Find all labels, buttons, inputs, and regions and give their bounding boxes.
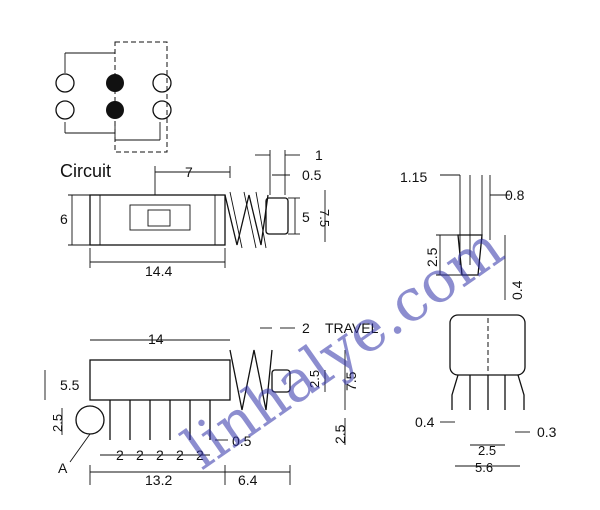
- dim-14: 14: [148, 331, 164, 347]
- dim-0-8: 0.8: [505, 187, 525, 203]
- front-spring: [229, 349, 273, 411]
- pin-hole: [55, 100, 75, 120]
- pitch-2: 2: [136, 447, 144, 463]
- travel-label: TRAVEL: [325, 320, 379, 336]
- dim-2-5-bottom: 2.5: [332, 424, 348, 444]
- pitch-4: 2: [176, 447, 184, 463]
- dim-14-4: 14.4: [145, 263, 172, 279]
- circuit-label: Circuit: [60, 161, 111, 181]
- pcb-view: 0.4 2.5 0.3 5.6: [415, 314, 557, 475]
- pcb-dim-0-4: 0.4: [415, 414, 435, 430]
- actuator: [265, 197, 289, 235]
- dim-2-5: 2.5: [424, 247, 440, 267]
- dim-2-5-left: 2.5: [50, 414, 65, 432]
- pcb-dim-2-5: 2.5: [478, 443, 496, 458]
- slider-window: [129, 204, 191, 231]
- detail-a-circle: [75, 405, 105, 435]
- dim-1: 1: [315, 147, 323, 163]
- detail-label-a: A: [58, 460, 68, 476]
- pcb-dim-5-6: 5.6: [475, 460, 493, 475]
- pitch-5: 2: [196, 447, 204, 463]
- spring: [224, 194, 269, 246]
- pin-tip: [457, 234, 483, 276]
- pin-layout: [55, 41, 172, 153]
- pitch-1: 2: [116, 447, 124, 463]
- dim-6: 6: [60, 211, 68, 227]
- front-view: 14 2 TRAVEL 5.5 2.5 2.5 7.5 2.5 0.5 2 2 …: [44, 320, 379, 488]
- end-view: 1.15 0.8 2.5 0.4: [400, 169, 525, 300]
- dim-13-2: 13.2: [145, 472, 172, 488]
- pitch-3: 2: [156, 447, 164, 463]
- dim-7-5-front: 7.5: [343, 371, 359, 391]
- pcb-dim-0-3: 0.3: [537, 424, 557, 440]
- switch-body: [89, 194, 226, 246]
- dim-5: 5: [302, 209, 310, 225]
- dim-7: 7: [185, 164, 193, 180]
- pin-hole: [152, 100, 172, 120]
- pin-hole: [152, 73, 172, 93]
- dim-7-5: 7.5: [317, 209, 332, 227]
- side-view: 7 1 0.5 6 5 7.5 14.4: [60, 147, 332, 279]
- dim-0-5: 0.5: [302, 167, 322, 183]
- pin-hole: [55, 73, 75, 93]
- dim-5-5: 5.5: [60, 377, 80, 393]
- pin-hole-common: [106, 101, 124, 119]
- front-actuator: [271, 369, 291, 393]
- travel-value: 2: [302, 320, 310, 336]
- pin-layout-dashed-box: [114, 41, 168, 153]
- dim-2-5-inner: 2.5: [307, 370, 322, 388]
- front-pins: [109, 400, 211, 440]
- dim-6-4: 6.4: [238, 472, 258, 488]
- dim-0-4: 0.4: [509, 280, 525, 300]
- pin-hole-common: [106, 74, 124, 92]
- dim-0-5-front: 0.5: [232, 433, 252, 449]
- front-body: [89, 359, 231, 401]
- dim-1-15: 1.15: [400, 169, 427, 185]
